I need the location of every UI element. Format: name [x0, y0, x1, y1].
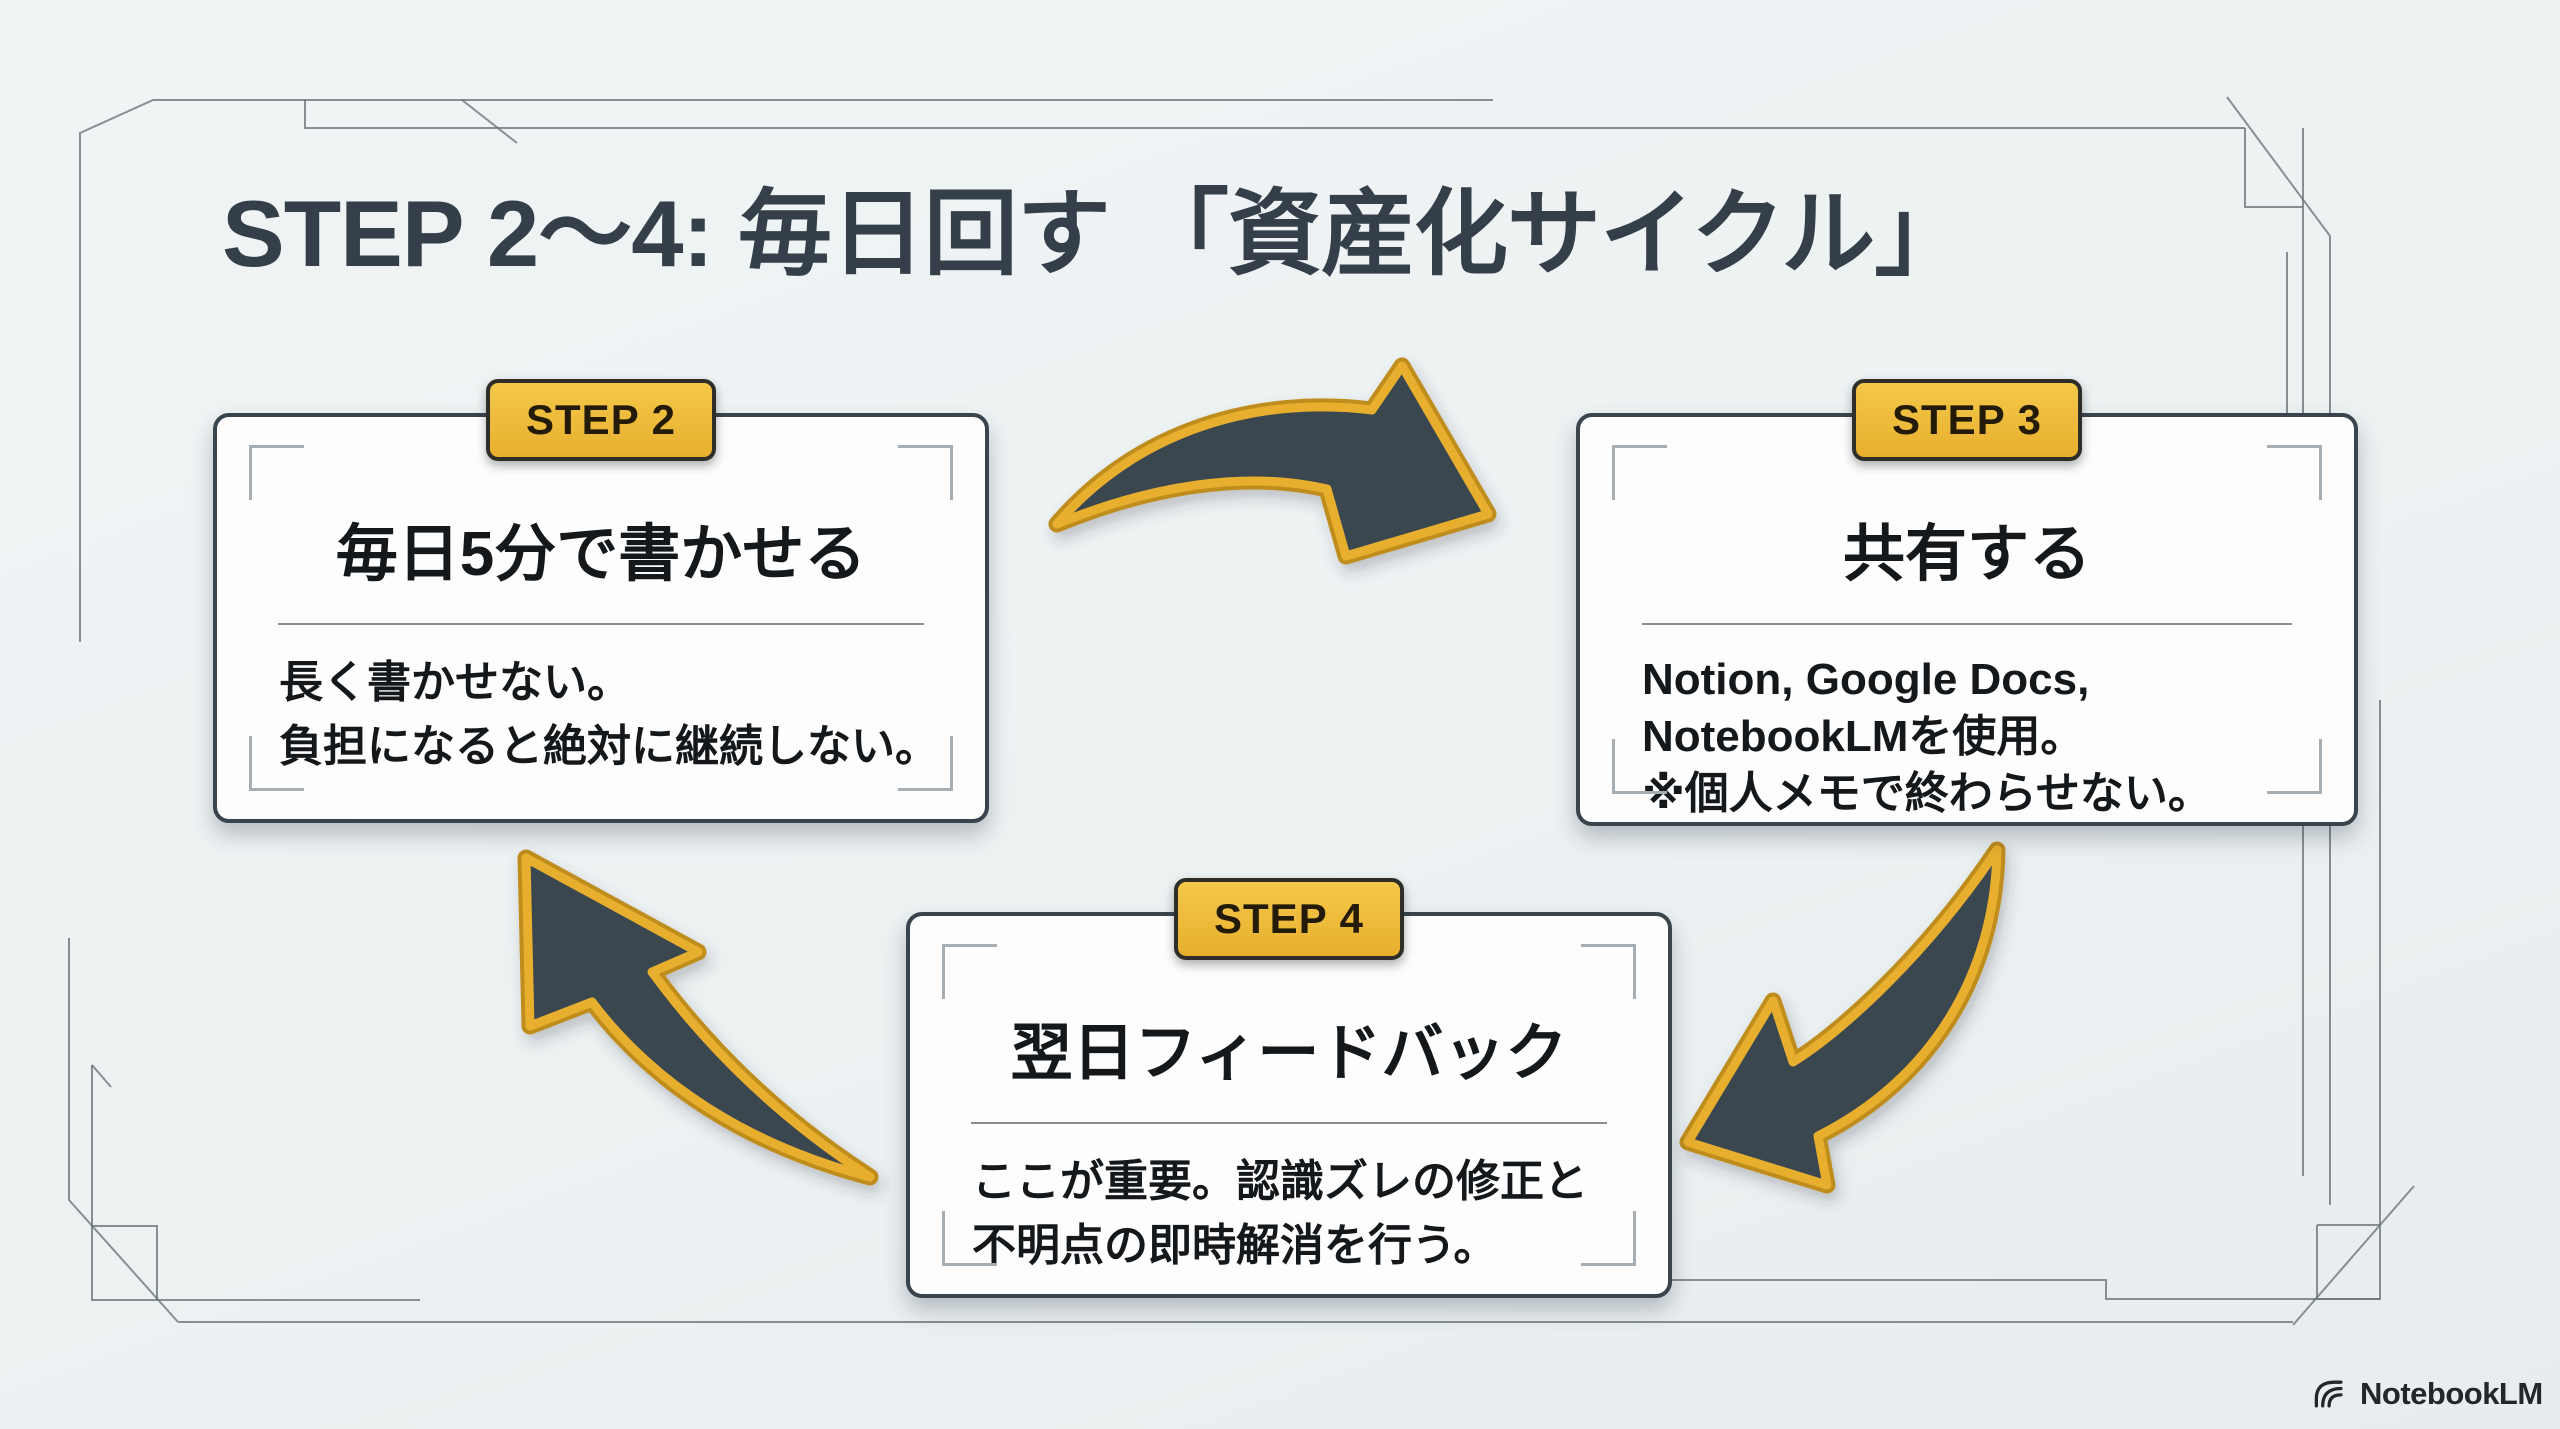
- step4-body-line: 不明点の即時解消を行う。: [972, 1220, 1498, 1270]
- step2-body-line: 長く書かせない。: [279, 658, 631, 707]
- corner-bracket: [1581, 944, 1636, 999]
- notebooklm-icon: [2314, 1380, 2343, 1408]
- step3-title: 共有する: [1842, 520, 2091, 589]
- step3-body: Notion, Google Docs, NotebookLMを使用。 ※個人メ…: [1580, 651, 2354, 823]
- step4-body: ここが重要。認識ズレの修正と 不明点の即時解消を行う。: [910, 1150, 1668, 1278]
- notebooklm-wordmark: NotebookLM: [2360, 1376, 2543, 1411]
- corner-bracket: [1581, 1211, 1636, 1266]
- corner-bracket: [942, 944, 997, 999]
- step2-body-line: 負担になると絶対に継続しない。: [279, 721, 939, 771]
- step2-card: STEP 2 毎日5分で書かせる 長く書かせない。 負担になると絶対に継続しない…: [213, 379, 989, 823]
- step3-body-line: NotebookLMを使用。: [1642, 712, 2085, 762]
- step4-title: 翌日フィードバック: [1010, 1019, 1568, 1088]
- corner-bracket: [898, 736, 953, 791]
- step4-badge: STEP 4: [1174, 878, 1404, 960]
- corner-bracket: [1612, 739, 1667, 794]
- corner-bracket: [898, 445, 953, 500]
- page-title: STEP 2〜4: 毎日回す 「資産化サイクル」: [222, 181, 1968, 286]
- corner-bracket: [1612, 445, 1667, 500]
- step2-body: 長く書かせない。 負担になると絶対に継続しない。: [217, 651, 985, 779]
- divider: [1641, 623, 2293, 625]
- step2-title: 毎日5分で書かせる: [335, 520, 867, 589]
- divider: [278, 623, 924, 625]
- corner-bracket: [249, 445, 304, 500]
- step4-body-line: ここが重要。認識ズレの修正と: [972, 1157, 1588, 1206]
- step3-body-line: ※個人メモで終わらせない。: [1642, 769, 2212, 819]
- corner-bracket: [942, 1211, 997, 1266]
- step3-card: STEP 3 共有する Notion, Google Docs, Noteboo…: [1576, 379, 2358, 826]
- step3-badge: STEP 3: [1852, 379, 2082, 461]
- corner-bracket: [249, 736, 304, 791]
- step3-body-line: Notion, Google Docs,: [1642, 655, 2090, 704]
- step2-badge: STEP 2: [486, 379, 716, 461]
- corner-bracket: [2267, 445, 2322, 500]
- corner-bracket: [2267, 739, 2322, 794]
- divider: [970, 1122, 1608, 1124]
- notebooklm-logo: NotebookLM: [2310, 1374, 2543, 1414]
- step4-card: STEP 4 翌日フィードバック ここが重要。認識ズレの修正と 不明点の即時解消…: [906, 878, 1672, 1298]
